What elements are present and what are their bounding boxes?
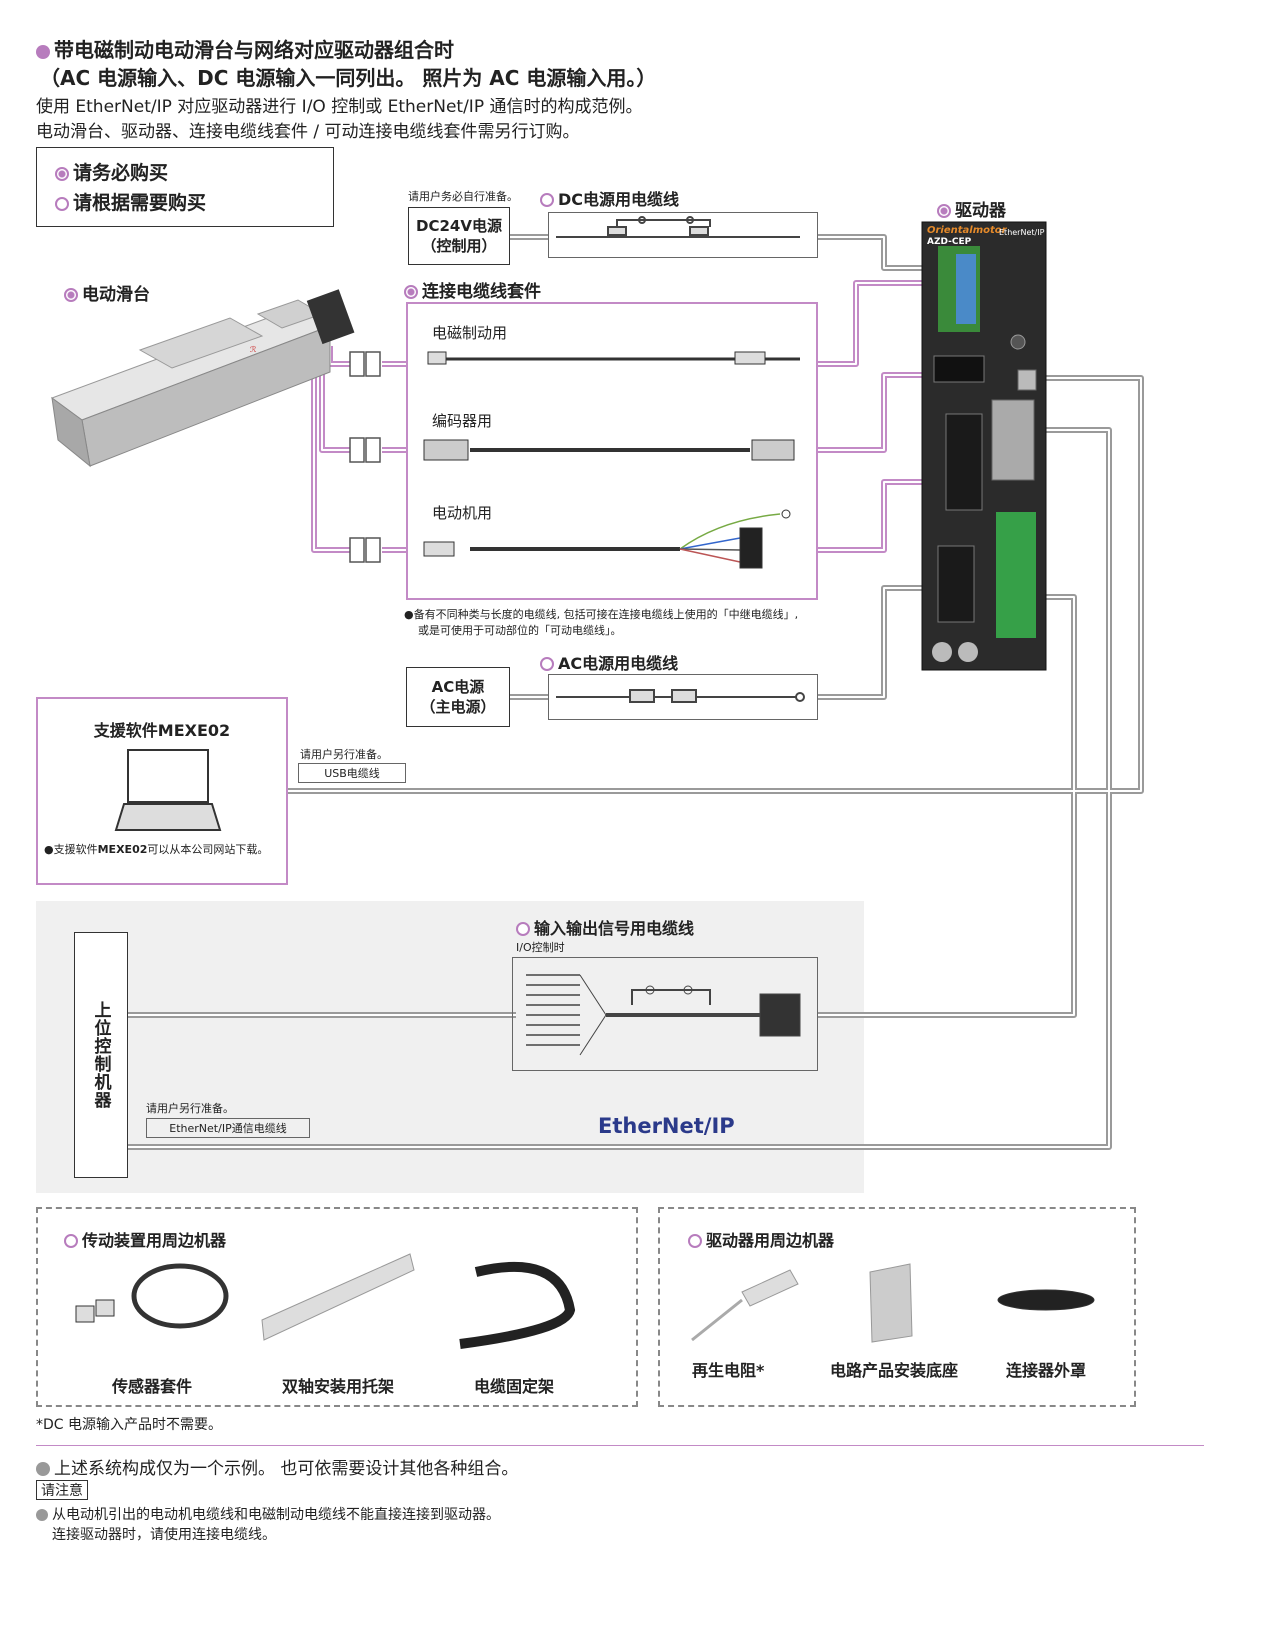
slide-label: 电动滑台 bbox=[64, 280, 150, 305]
header-subtitle: （AC 电源输入、DC 电源输入一同列出。 照片为 AC 电源输入用。） bbox=[40, 66, 657, 90]
required-icon bbox=[64, 288, 78, 302]
footer-line-2: 从电动机引出的电动机电缆线和电磁制动电缆线不能直接连接到驱动器。 bbox=[36, 1504, 500, 1524]
usb-cable-label: USB电缆线 bbox=[298, 763, 406, 783]
usb-note: 请用户另行准备。 bbox=[300, 748, 388, 761]
driver-image bbox=[921, 221, 1047, 671]
ac-cable-label: AC电源用电缆线 bbox=[540, 650, 678, 674]
cable-kit-box: 电磁制动用 编码器用 电动机用 bbox=[406, 302, 818, 600]
driver-model: AZD-CEP bbox=[927, 237, 972, 247]
cable-kit-note-1: ●备有不同种类与长度的电缆线, 包括可接在连接电缆线上使用的「中继电缆线」, bbox=[404, 608, 799, 621]
bullet-icon bbox=[36, 1509, 48, 1521]
slide-image: ℛ bbox=[50, 289, 355, 468]
svg-text:ℛ: ℛ bbox=[250, 345, 257, 354]
legend-optional: 请根据需要购买 bbox=[55, 188, 206, 215]
motor-cable-image bbox=[423, 509, 791, 569]
ethernet-cable-label: EtherNet/IP通信电缆线 bbox=[146, 1118, 310, 1138]
ethernet-note: 请用户另行准备。 bbox=[146, 1102, 234, 1115]
host-controller-box: 上位控制机器 bbox=[74, 932, 128, 1178]
optional-icon bbox=[516, 922, 530, 936]
actuator-peripherals-title: 传动装置用周边机器 bbox=[64, 1227, 226, 1251]
optional-icon bbox=[64, 1234, 78, 1248]
cable-carrier-label: 电缆固定架 bbox=[474, 1377, 555, 1396]
cable-kit-label: 连接电缆线套件 bbox=[404, 277, 541, 302]
dc-cable-image bbox=[556, 216, 800, 238]
io-cable-label: 输入输出信号用电缆线 bbox=[516, 915, 694, 939]
encoder-cable-label: 编码器用 bbox=[432, 412, 493, 430]
legend-required: 请务必购买 bbox=[55, 158, 168, 185]
motor-cable-label: 电动机用 bbox=[432, 504, 493, 522]
laptop-icon bbox=[114, 749, 222, 831]
actuator-peripherals-box: 传动装置用周边机器 传感器套件 双轴安装用托架 电缆固定架 bbox=[36, 1207, 638, 1407]
connector-cover-label: 连接器外罩 bbox=[1006, 1361, 1087, 1380]
ac-power-box: AC电源 （主电源） bbox=[406, 667, 510, 727]
driver-label: 驱动器 bbox=[937, 196, 1006, 221]
footer-line-3: 连接驱动器时，请使用连接电缆线。 bbox=[52, 1527, 276, 1543]
connector-pairs bbox=[349, 351, 381, 563]
optional-icon bbox=[55, 197, 69, 211]
dc-power-box: DC24V电源 （控制用） bbox=[408, 207, 510, 265]
footer-line-1: 上述系统构成仅为一个示例。 也可依需要设计其他各种组合。 bbox=[36, 1454, 518, 1479]
regen-resistor-label: 再生电阻* bbox=[692, 1361, 765, 1380]
io-cable-box bbox=[512, 957, 818, 1071]
brake-cable-label: 电磁制动用 bbox=[432, 324, 508, 342]
required-icon bbox=[937, 204, 951, 218]
driver-peripherals-title: 驱动器用周边机器 bbox=[688, 1227, 834, 1251]
header-desc-2: 电动滑台、驱动器、连接电缆线套件 / 可动连接电缆线套件需另行订购。 bbox=[36, 122, 580, 142]
ac-cable-box bbox=[548, 674, 818, 720]
dual-axis-bracket-label: 双轴安装用托架 bbox=[282, 1377, 395, 1396]
optional-icon bbox=[540, 657, 554, 671]
peripheral-images bbox=[75, 1253, 1095, 1349]
brake-cable-image bbox=[427, 351, 800, 365]
driver-peripherals-box: 驱动器用周边机器 再生电阻* 电路产品安装底座 连接器外罩 bbox=[658, 1207, 1136, 1407]
legend-box: 请务必购买 请根据需要购买 bbox=[36, 147, 334, 227]
cable-kit-note-2: 或是可使用于可动部位的「可动电缆线」。 bbox=[418, 624, 622, 637]
io-control-note: I/O控制时 bbox=[516, 941, 565, 954]
ac-cable-image bbox=[556, 689, 805, 703]
attention-badge: 请注意 bbox=[36, 1480, 88, 1500]
dc-cable-label: DC电源用电缆线 bbox=[540, 186, 679, 210]
software-note: ●支援软件MEXE02可以从本公司网站下载。 bbox=[44, 843, 269, 856]
required-icon bbox=[55, 167, 69, 181]
optional-icon bbox=[540, 193, 554, 207]
software-box: 支援软件MEXE02 ●支援软件MEXE02可以从本公司网站下载。 bbox=[36, 697, 288, 885]
dc-power-note: 请用户务必自行准备。 bbox=[408, 190, 518, 203]
encoder-cable-image bbox=[423, 439, 795, 461]
footnote: *DC 电源输入产品时不需要。 bbox=[36, 1417, 223, 1433]
bullet-icon bbox=[36, 1462, 50, 1476]
optional-icon bbox=[688, 1234, 702, 1248]
mounting-plate-label: 电路产品安装底座 bbox=[830, 1361, 959, 1380]
driver-protocol: EtherNet/IP bbox=[999, 228, 1045, 237]
dc-cable-box bbox=[548, 212, 818, 258]
header-title: 带电磁制动电动滑台与网络对应驱动器组合时 bbox=[36, 34, 454, 63]
sensor-kit-label: 传感器套件 bbox=[112, 1377, 193, 1396]
io-cable-image bbox=[526, 974, 801, 1056]
bullet-icon bbox=[36, 45, 50, 59]
footer-divider bbox=[36, 1445, 1204, 1446]
software-title: 支援软件MEXE02 bbox=[93, 721, 231, 740]
header-desc-1: 使用 EtherNet/IP 对应驱动器进行 I/O 控制或 EtherNet/… bbox=[36, 97, 643, 117]
required-icon bbox=[404, 285, 418, 299]
ethernet-logo-text: EtherNet/IP bbox=[598, 1114, 735, 1138]
driver-brand: Orientalmotor bbox=[927, 225, 1007, 236]
